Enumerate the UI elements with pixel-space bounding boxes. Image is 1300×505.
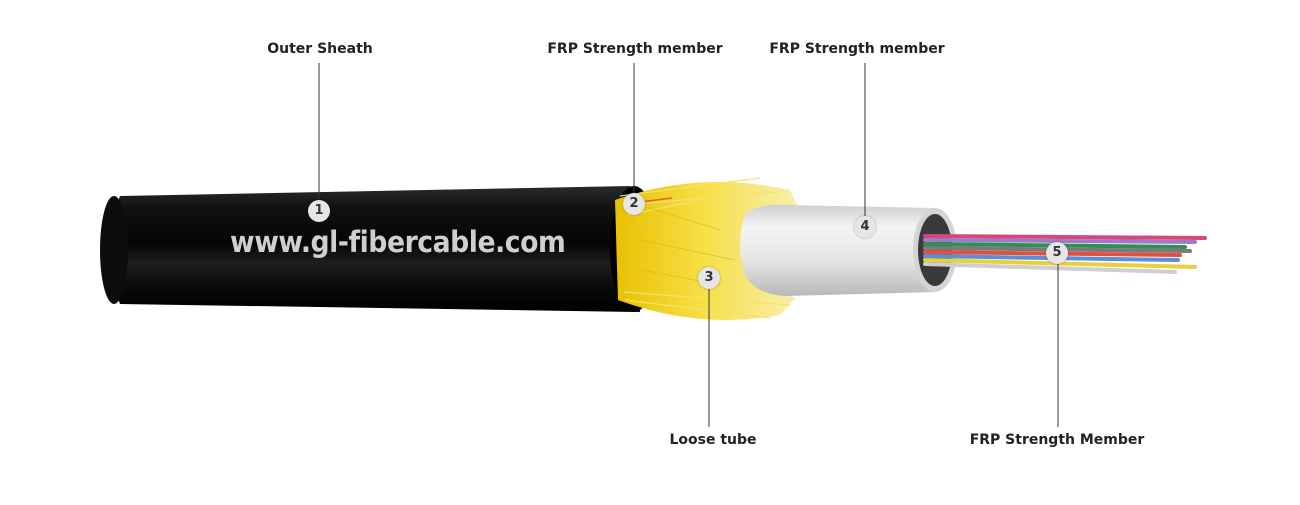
callout-marker-3: 3 [698, 267, 720, 289]
label-loose-tube: Loose tube [669, 432, 757, 448]
leader-lines [318, 63, 1059, 427]
callout-marker-5: 5 [1046, 242, 1068, 264]
label-frp-strength-member-4: FRP Strength member [769, 41, 945, 57]
label-frp-strength-member-5: FRP Strength Member [969, 432, 1145, 448]
callout-marker-4: 4 [854, 216, 876, 238]
callout-marker-1: 1 [308, 200, 330, 222]
callout-marker-2: 2 [623, 193, 645, 215]
label-frp-strength-member-2: FRP Strength member [547, 41, 723, 57]
label-outer-sheath: Outer Sheath [267, 41, 373, 57]
watermark: www.gl-fibercable.com [230, 225, 566, 259]
